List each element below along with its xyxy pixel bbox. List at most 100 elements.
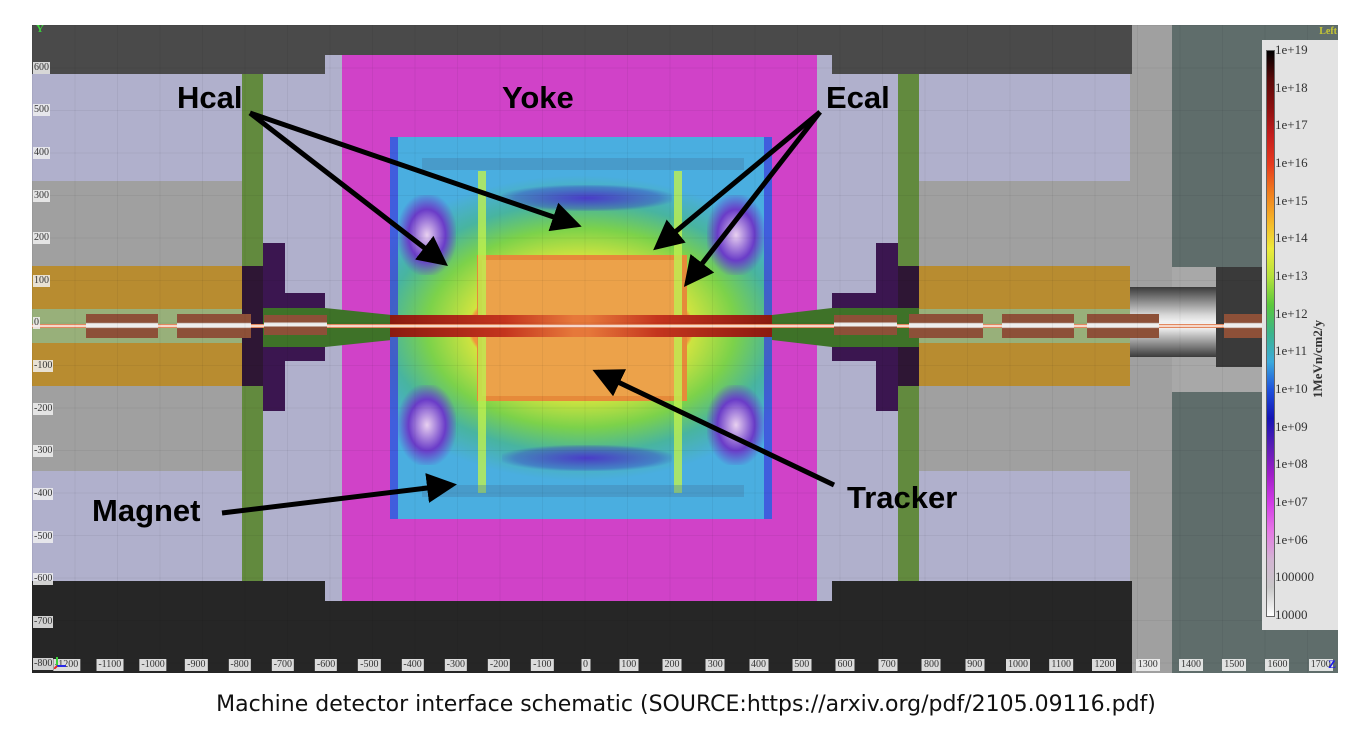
quad-magnet-l3 [264,315,327,335]
colorbar: 1e+19 1e+18 1e+17 1e+16 1e+15 1e+14 1e+13 1e+12… [1262,40,1338,630]
x-tick-label: 1200 [1092,659,1117,671]
x-tick-label: 100 [619,659,639,671]
colorbar-tick-label: 1e+09 [1275,418,1308,434]
x-tick-label: 900 [965,659,985,671]
x-tick-label: -600 [314,659,338,671]
x-tick-label: 600 [835,659,855,671]
x-tick-label: 1100 [1049,659,1074,671]
label-magnet: Magnet [92,493,201,528]
y-tick-label: 200 [33,232,50,245]
colorbar-title: 1MeVn/cm2/y [1310,320,1325,398]
colorbar-tick-label: 1e+13 [1275,268,1308,283]
x-tick-label: -500 [358,659,381,671]
bottom-step-left [262,581,325,673]
y-axis-letter: Y [36,25,44,35]
arrow-magnet [221,473,457,516]
x-tick-label: 200 [662,659,682,671]
hotspot-ur [707,195,765,275]
x-tick-label: 500 [792,659,812,671]
colorbar-tick-label: 1e+14 [1275,230,1308,246]
colorbar-tick-label: 1e+17 [1275,117,1308,133]
detector-plot: Hcal Yoke Ecal Magnet Tracker 600 500 400 3… [32,25,1338,673]
x-tick-label: 400 [749,659,769,671]
arrow-ecal-2 [683,110,822,287]
hotspot-bottom [502,445,672,471]
y-tick-label: 300 [33,189,50,202]
magnet-bar-top [422,158,744,170]
quad-magnet-r3 [1002,314,1074,338]
x-tick-label: 800 [921,659,941,671]
x-tick-label: -200 [487,659,511,671]
top-step-right [832,25,1132,74]
label-hcal: Hcal [177,80,243,115]
x-tick-label: 1600 [1265,659,1290,671]
label-yoke: Yoke [502,80,574,115]
x-tick-label: -800 [228,659,251,671]
y-tick-label: 600 [33,61,50,74]
y-tick-label: -400 [33,487,54,500]
y-tick-label: -200 [33,402,54,415]
axis-triad-icon [53,655,66,670]
quad-magnet-r2 [909,314,983,338]
x-tick-label: -100 [531,659,554,671]
y-tick-label: 0 [33,317,40,330]
colorbar-tick-label: 1e+19 [1275,42,1308,57]
colorbar-tick-label: 1e+07 [1275,494,1308,509]
colorbar-tick-label: 1e+10 [1275,381,1308,396]
y-tick-label: 500 [33,104,50,117]
x-tick-label: -300 [444,659,467,671]
quad-magnet-r5 [1224,314,1264,338]
x-tick-label: -1200 [52,659,81,671]
arrow-tracker [592,369,836,488]
arrow-ecal-1 [653,110,822,251]
hotspot-lr [707,385,765,465]
y-tick-label: -700 [33,615,54,628]
colorbar-tick-label: 1e+18 [1275,79,1308,95]
y-tick-label: -500 [33,530,54,543]
figure-caption: Machine detector interface schematic (SO… [216,692,1156,717]
z-axis-letter: Z [1327,657,1336,671]
x-tick-label: -900 [185,659,208,671]
x-tick-label: 1700 [1308,659,1333,671]
colorbar-tick-label: 1e+16 [1275,155,1308,170]
x-tick-label: -700 [271,659,294,671]
label-ecal: Ecal [826,80,890,115]
arrow-hcal-2 [249,110,582,232]
label-tracker: Tracker [847,480,958,515]
bottom-step-right [832,581,1132,673]
x-tick-label: -1100 [96,659,124,671]
x-tick-label: 1500 [1222,659,1247,671]
x-tick-label: 1400 [1178,659,1203,671]
y-tick-label: 100 [33,274,50,287]
colorbar-tick-label: 100000 [1275,569,1314,585]
arrow-hcal-1 [248,111,448,267]
hotspot-ll [398,385,456,465]
magnet-bar-bottom [422,485,744,497]
x-tick-label: -1000 [139,659,167,671]
colorbar-tick-label: 1e+06 [1275,531,1308,547]
x-tick-label: 1300 [1135,659,1160,671]
y-tick-label: -100 [33,360,54,373]
y-tick-label: -600 [33,573,54,586]
corner-label: Left [1319,26,1337,37]
top-step-left [262,25,325,74]
y-tick-label: 400 [33,146,50,159]
colorbar-tick-label: 1e+08 [1275,456,1308,472]
y-tick-label: -800 [33,658,54,671]
colorbar-gradient [1266,50,1275,617]
colorbar-tick-label: 10000 [1275,607,1308,622]
x-tick-label: 1000 [1005,659,1030,671]
colorbar-tick-label: 1e+15 [1275,192,1308,208]
x-tick-label: -400 [401,659,424,671]
colorbar-tick-label: 1e+11 [1275,343,1308,359]
colorbar-tick-label: 1e+12 [1275,305,1308,321]
quad-magnet-r1 [834,315,897,335]
quad-magnet-l2 [177,314,251,338]
quad-magnet-l1 [86,314,158,338]
x-tick-label: 700 [878,659,898,671]
beam-pipe [32,324,1338,328]
quad-magnet-r4 [1087,314,1159,338]
y-tick-label: -300 [33,445,54,458]
x-tick-label: 0 [581,659,591,671]
annotation-arrows [221,110,836,516]
